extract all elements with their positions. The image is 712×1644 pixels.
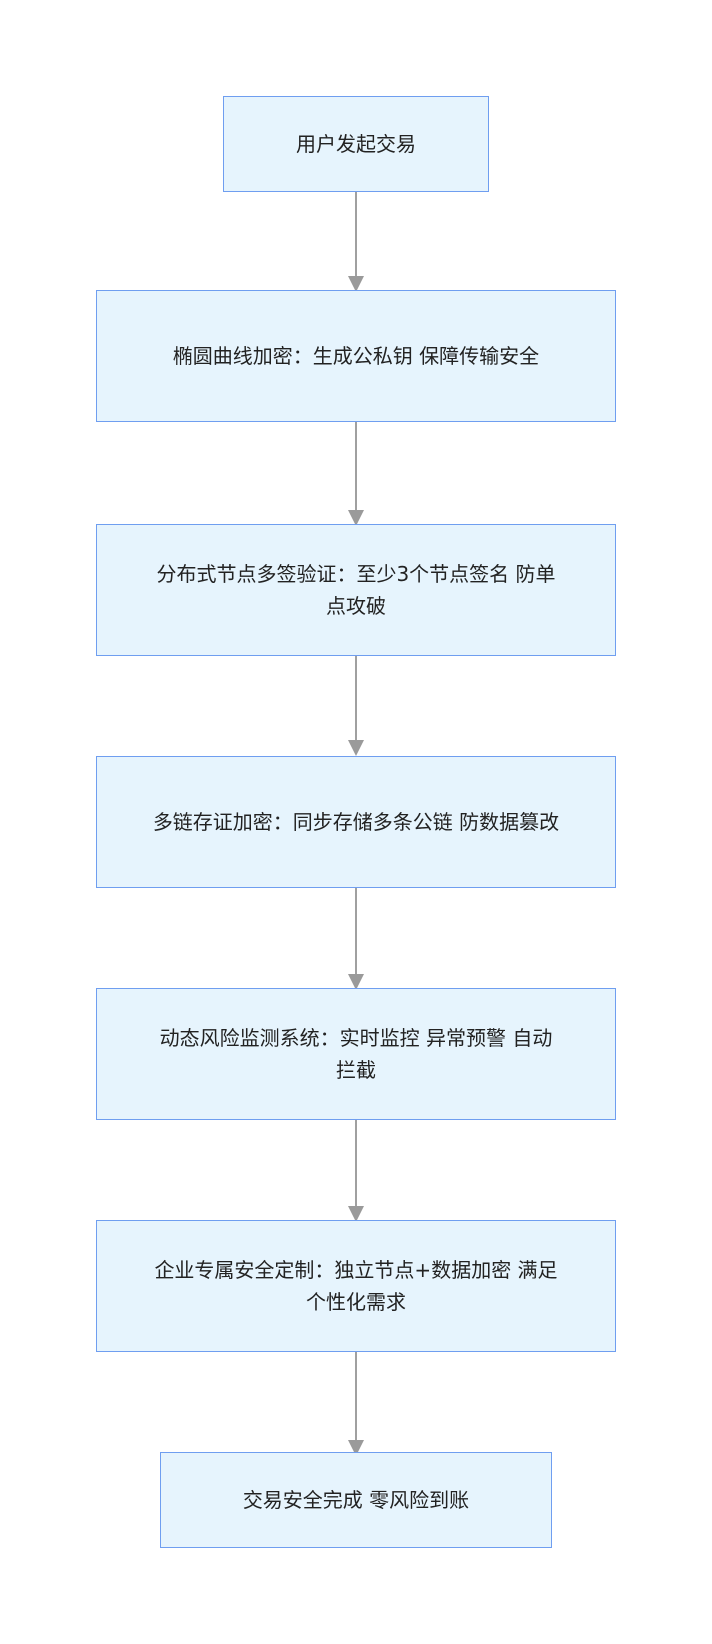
flow-step-label: 分布式节点多签验证：至少3个节点签名 防单点攻破 bbox=[156, 562, 556, 618]
arrowhead-icon bbox=[348, 276, 364, 292]
flow-step-label: 用户发起交易 bbox=[296, 132, 416, 156]
flow-step-multisig-verification: 分布式节点多签验证：至少3个节点签名 防单点攻破 bbox=[96, 524, 616, 656]
arrowhead-icon bbox=[348, 510, 364, 526]
flow-step-label: 椭圆曲线加密：生成公私钥 保障传输安全 bbox=[172, 344, 540, 368]
flow-step-elliptic-curve-encryption: 椭圆曲线加密：生成公私钥 保障传输安全 bbox=[96, 290, 616, 422]
flow-step-start: 用户发起交易 bbox=[223, 96, 489, 192]
flow-step-enterprise-customization: 企业专属安全定制：独立节点+数据加密 满足个性化需求 bbox=[96, 1220, 616, 1352]
arrowhead-icon bbox=[348, 974, 364, 990]
flow-step-label: 动态风险监测系统：实时监控 异常预警 自动拦截 bbox=[159, 1026, 553, 1082]
flow-step-multichain-notarization: 多链存证加密：同步存储多条公链 防数据篡改 bbox=[96, 756, 616, 888]
flow-step-label: 企业专属安全定制：独立节点+数据加密 满足个性化需求 bbox=[154, 1258, 558, 1314]
flow-step-label: 多链存证加密：同步存储多条公链 防数据篡改 bbox=[152, 810, 560, 834]
arrowhead-icon bbox=[348, 1206, 364, 1222]
arrowhead-icon bbox=[348, 740, 364, 756]
flow-step-label: 交易安全完成 零风险到账 bbox=[242, 1488, 470, 1512]
flow-step-risk-monitoring: 动态风险监测系统：实时监控 异常预警 自动拦截 bbox=[96, 988, 616, 1120]
flow-step-end: 交易安全完成 零风险到账 bbox=[160, 1452, 552, 1548]
